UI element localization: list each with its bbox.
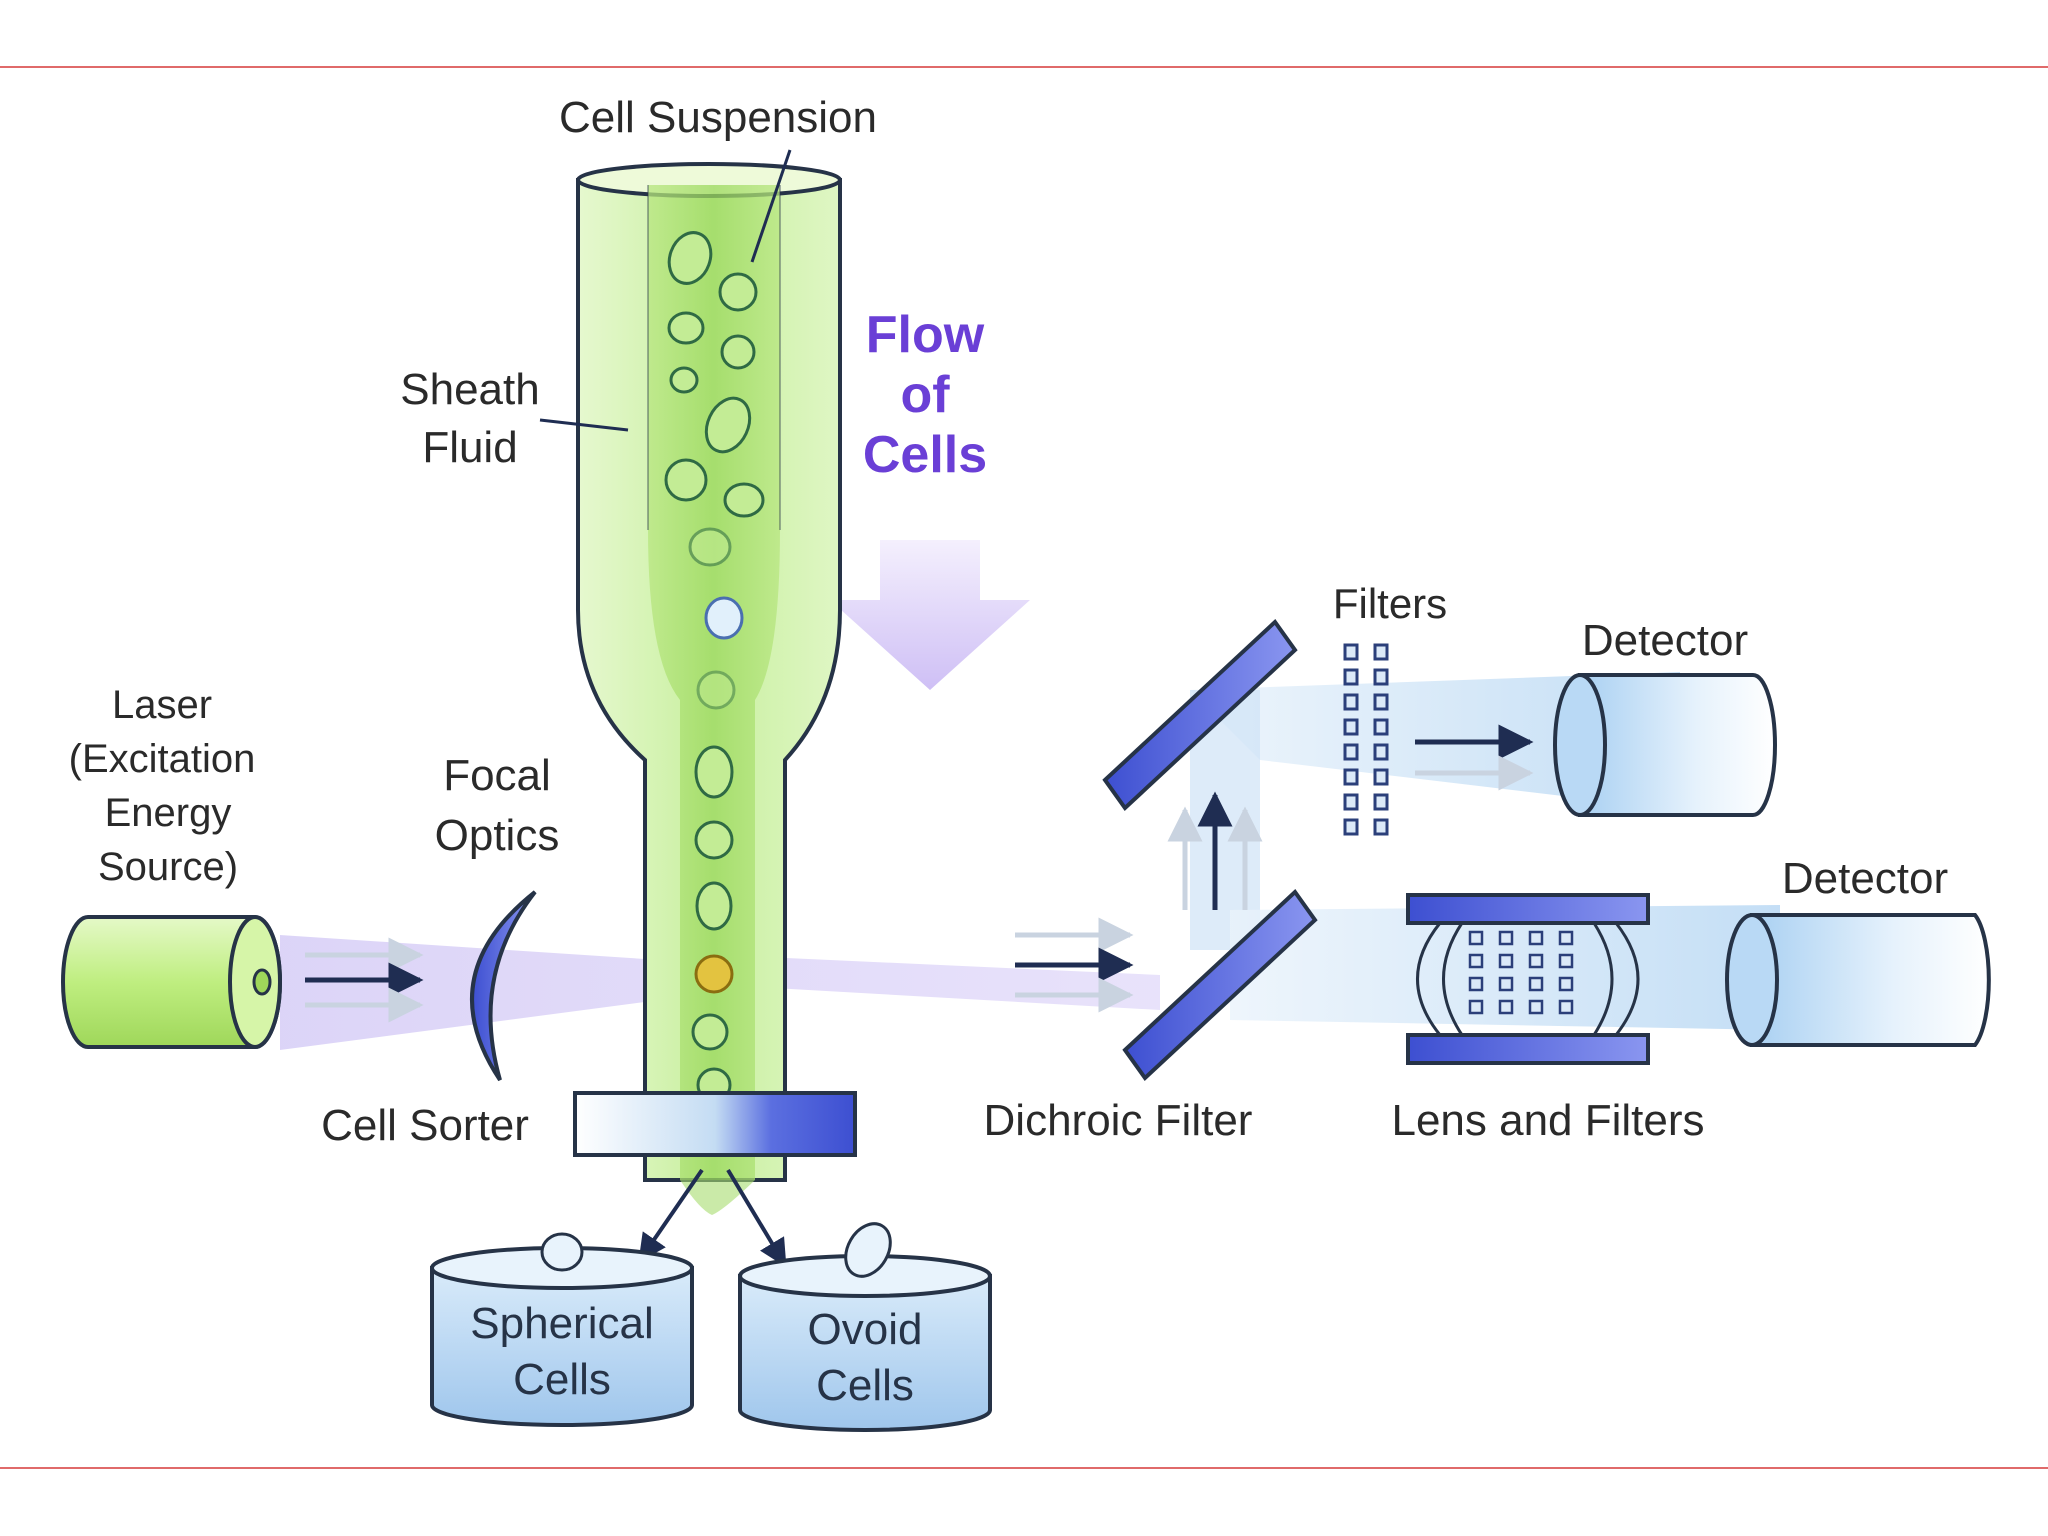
lens-and-filters-label: Lens and Filters bbox=[1391, 1096, 1704, 1145]
sheath-fluid-label-line1: Sheath bbox=[400, 365, 539, 414]
flow-of-cells-label-line2: of bbox=[900, 366, 950, 424]
cells-in-stream bbox=[664, 231, 765, 1103]
flow-arrow-icon bbox=[830, 540, 1030, 690]
laser-label-line1: Laser bbox=[112, 683, 212, 727]
dichroic-mirror-icon bbox=[1102, 618, 1298, 812]
ovoid-cells-label-line2: Cells bbox=[816, 1361, 914, 1410]
cell-suspension-label: Cell Suspension bbox=[559, 93, 877, 142]
spherical-cells-label-line2: Cells bbox=[513, 1355, 611, 1404]
emission-arrows bbox=[1015, 917, 1134, 1013]
vertical-arrows bbox=[1167, 791, 1263, 910]
detector-top-label: Detector bbox=[1582, 616, 1748, 665]
laser-arrows bbox=[305, 937, 424, 1023]
laser-label-line4: Source) bbox=[98, 845, 238, 889]
laser-beam bbox=[280, 935, 1160, 1050]
filter-grid-icon bbox=[1343, 643, 1389, 836]
dichroic-mirror-icon bbox=[1122, 888, 1318, 1082]
sheath-fluid-label-line2: Fluid bbox=[422, 423, 517, 472]
filters-label: Filters bbox=[1333, 580, 1447, 627]
collection-bin-icon bbox=[738, 1222, 992, 1432]
lens-and-filters-assembly bbox=[1406, 893, 1650, 1065]
focal-lens-icon bbox=[470, 890, 537, 1082]
focal-optics-label-line1: Focal bbox=[443, 751, 551, 800]
detector-cylinder-icon bbox=[1553, 673, 1777, 817]
sheath-fluid-leader bbox=[539, 418, 629, 432]
laser-label-line2: (Excitation bbox=[69, 737, 256, 781]
flow-of-cells-label-line3: Cells bbox=[863, 426, 987, 484]
dichroic-filter-label: Dichroic Filter bbox=[984, 1096, 1253, 1145]
cell-suspension-leader bbox=[750, 149, 792, 263]
detector-cylinder-icon bbox=[1725, 913, 1991, 1047]
flow-of-cells-label-line1: Flow bbox=[866, 306, 985, 364]
sorting-arrows bbox=[638, 1168, 787, 1268]
detector-bottom-label: Detector bbox=[1782, 854, 1948, 903]
collection-bin-icon bbox=[430, 1232, 694, 1427]
focal-optics-label-line2: Optics bbox=[435, 811, 560, 860]
laser-label-line3: Energy bbox=[105, 791, 232, 835]
cell-sorter-plate bbox=[573, 1091, 857, 1157]
detector-arrows bbox=[1415, 724, 1534, 791]
spherical-cells-label-line1: Spherical bbox=[470, 1299, 653, 1348]
laser-cylinder-icon bbox=[61, 915, 282, 1049]
ovoid-cells-label-line1: Ovoid bbox=[808, 1305, 923, 1354]
cell-sorter-label: Cell Sorter bbox=[321, 1101, 529, 1150]
